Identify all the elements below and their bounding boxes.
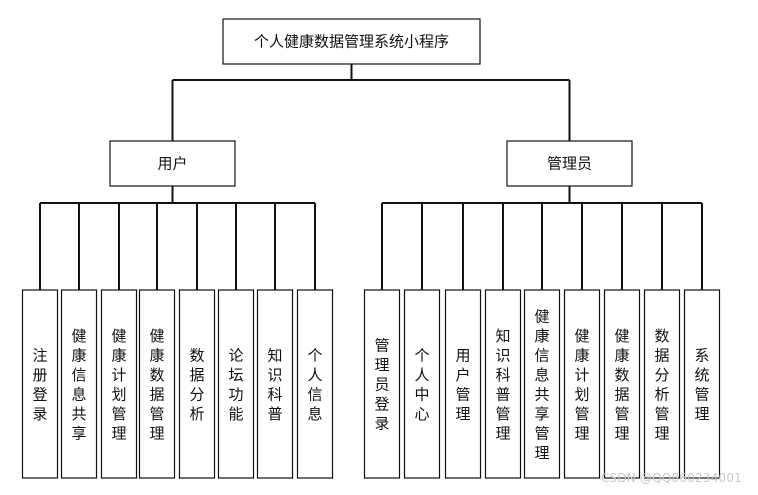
leaf-node-admin-4: 健康信息共享管理 <box>523 289 561 479</box>
root-node-label: 个人健康数据管理系统小程序 <box>254 33 449 51</box>
leaf-node-user-6: 知识科普 <box>256 289 294 479</box>
leaf-node-user-5: 论坛功能 <box>217 289 255 479</box>
leaf-node-user-6-box <box>256 289 294 479</box>
leaf-node-user-7-label: 个人信息 <box>307 346 322 423</box>
leaf-node-admin-4-box <box>523 289 561 479</box>
leaf-node-admin-7-label: 数据分析管理 <box>654 327 669 443</box>
leaf-node-admin-3: 知识科普管理 <box>484 289 522 479</box>
leaf-node-admin-8: 系统管理 <box>683 289 721 479</box>
leaf-node-admin-4-label: 健康信息共享管理 <box>534 307 549 462</box>
leaf-node-user-0-box <box>21 289 59 479</box>
leaf-node-user-3-label: 健康数据管理 <box>149 327 164 443</box>
leaf-node-user-3: 健康数据管理 <box>138 289 176 479</box>
connector-lines <box>39 64 703 290</box>
leaf-node-admin-1: 个人中心 <box>403 289 441 479</box>
leaf-node-user-6-label: 知识科普 <box>267 346 282 423</box>
leaf-node-user-4: 数据分析 <box>178 289 216 479</box>
leaf-node-user-0-label: 注册登录 <box>32 346 47 423</box>
branch-node-admin-box <box>506 140 633 187</box>
leaf-node-admin-5: 健康计划管理 <box>563 289 601 479</box>
leaf-node-user-7-box <box>296 289 334 479</box>
leaf-node-user-2-box <box>100 289 138 479</box>
leaf-node-user-5-label: 论坛功能 <box>228 346 243 423</box>
leaf-node-user-1-box <box>60 289 98 479</box>
branch-node-user: 用户 <box>109 140 236 187</box>
leaf-node-admin-3-label: 知识科普管理 <box>495 327 510 443</box>
leaf-node-admin-0-label: 管理员登录 <box>374 337 389 433</box>
leaf-node-user-2-label: 健康计划管理 <box>111 327 126 443</box>
leaf-node-admin-7-box <box>643 289 681 479</box>
leaf-node-admin-8-label: 系统管理 <box>694 346 709 423</box>
leaf-node-user-1: 健康信息共享 <box>60 289 98 479</box>
leaf-node-admin-1-label: 个人中心 <box>414 346 429 423</box>
leaf-node-admin-0: 管理员登录 <box>363 289 401 479</box>
leaf-node-admin-1-box <box>403 289 441 479</box>
watermark-text: CSDN @QQ860234001 <box>600 471 742 485</box>
leaf-node-admin-6: 健康数据管理 <box>603 289 641 479</box>
leaf-node-admin-6-label: 健康数据管理 <box>614 327 629 443</box>
branch-node-admin-label: 管理员 <box>547 155 592 173</box>
root-node-box <box>222 18 481 65</box>
leaf-node-admin-2-label: 用户管理 <box>455 346 470 423</box>
leaf-node-user-4-label: 数据分析 <box>189 346 204 423</box>
leaf-node-admin-2-box <box>444 289 482 479</box>
leaf-node-admin-8-box <box>683 289 721 479</box>
leaf-node-user-2: 健康计划管理 <box>100 289 138 479</box>
leaf-node-user-4-box <box>178 289 216 479</box>
leaf-node-admin-3-box <box>484 289 522 479</box>
branch-node-user-box <box>109 140 236 187</box>
leaf-node-user-1-label: 健康信息共享 <box>71 327 86 443</box>
leaf-node-admin-5-box <box>563 289 601 479</box>
leaf-node-admin-5-label: 健康计划管理 <box>574 327 589 443</box>
leaf-node-user-3-box <box>138 289 176 479</box>
leaf-node-user-0: 注册登录 <box>21 289 59 479</box>
leaf-node-user-5-box <box>217 289 255 479</box>
leaf-node-admin-7: 数据分析管理 <box>643 289 681 479</box>
leaf-node-admin-0-box <box>363 289 401 479</box>
leaf-node-admin-6-box <box>603 289 641 479</box>
branch-node-user-label: 用户 <box>157 155 187 173</box>
root-node: 个人健康数据管理系统小程序 <box>222 18 481 65</box>
leaf-node-user-7: 个人信息 <box>296 289 334 479</box>
leaf-node-admin-2: 用户管理 <box>444 289 482 479</box>
branch-node-admin: 管理员 <box>506 140 633 187</box>
